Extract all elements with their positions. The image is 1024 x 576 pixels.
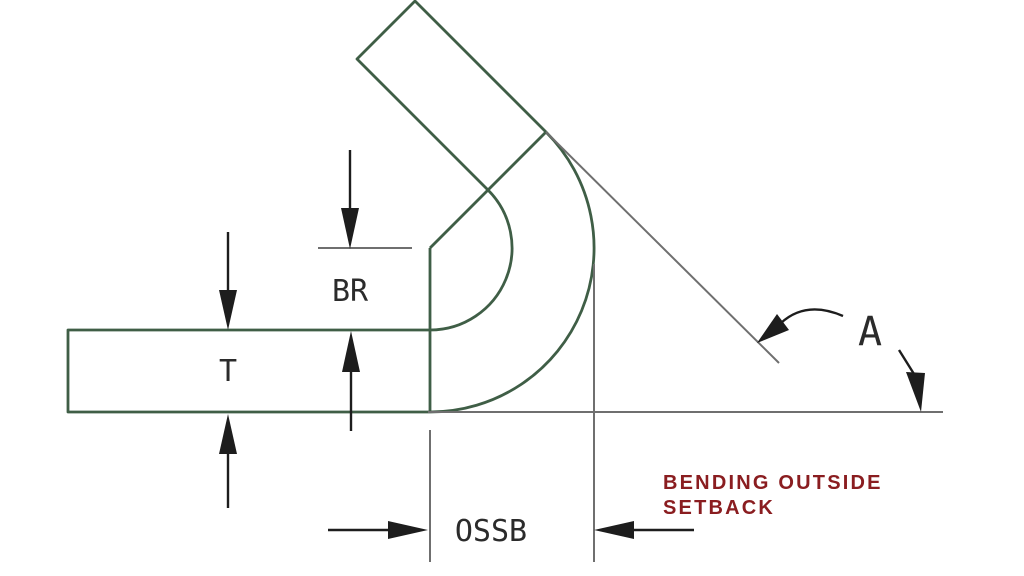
construction-lines-group: [318, 131, 943, 562]
angle-leader-left: [780, 308, 844, 324]
outside-setback-label: OSSB: [455, 514, 527, 549]
caption: BENDING OUTSIDE SETBACK: [663, 472, 883, 519]
caption-line-2: SETBACK: [663, 497, 775, 519]
bend-radius-label: BR: [332, 274, 369, 309]
part-outline-group: [66, 0, 596, 414]
ossb-arrowhead-right-icon: [388, 521, 428, 539]
angle-arrowhead-left-icon: [757, 314, 789, 343]
flange-tangent-extension-line: [545, 131, 780, 364]
arrowheads-group: [219, 208, 925, 539]
flange-outline: [355, 0, 547, 191]
ossb-arrowhead-left-icon: [594, 521, 634, 539]
caption-line-1: BENDING OUTSIDE: [663, 472, 883, 494]
angle-arrowhead-down-icon: [906, 372, 925, 412]
angle-leader-right: [897, 349, 916, 375]
inner-bend-arc: [429, 189, 514, 332]
t-arrowhead-up-icon: [219, 414, 237, 454]
bend-boundary-line-diagonal: [429, 131, 547, 249]
outer-bend-arc: [429, 131, 596, 414]
dimension-lines-group: [226, 150, 916, 532]
br-arrowhead-down-icon: [341, 208, 359, 249]
br-arrowhead-up-icon: [342, 331, 360, 372]
flat-sheet-outline: [66, 328, 430, 414]
bend-angle-label: A: [858, 309, 882, 355]
thickness-label: T: [219, 354, 237, 389]
t-arrowhead-down-icon: [219, 290, 237, 330]
